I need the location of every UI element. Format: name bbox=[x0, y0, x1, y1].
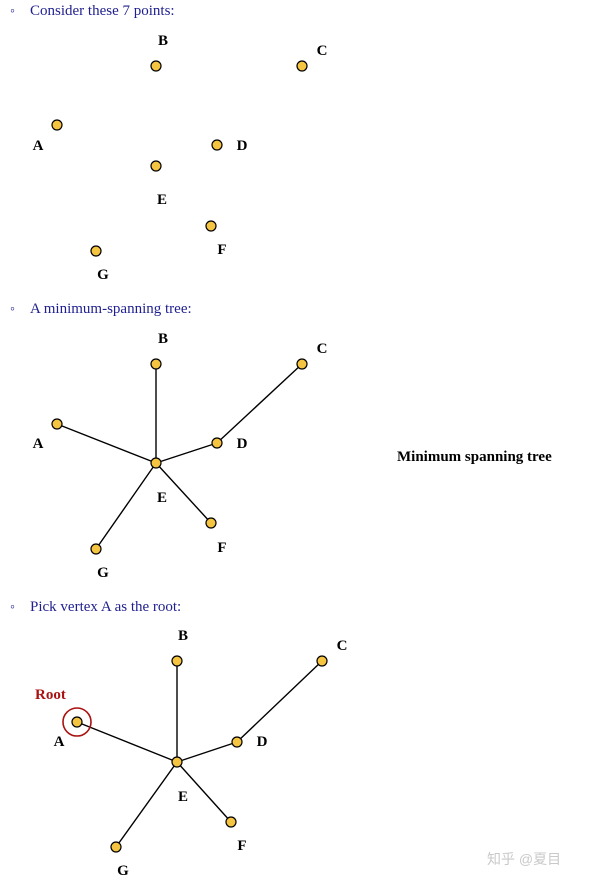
edge-rooted-D-E bbox=[176, 741, 238, 763]
node-label-rooted-G: G bbox=[117, 863, 129, 879]
node-mst-A bbox=[51, 418, 63, 430]
node-label-points-G: G bbox=[97, 267, 109, 283]
edge-mst-C-D bbox=[216, 363, 303, 444]
node-rooted-D bbox=[231, 736, 243, 748]
node-label-rooted-A: A bbox=[54, 734, 65, 750]
node-label-mst-D: D bbox=[237, 436, 248, 452]
node-points-A bbox=[51, 119, 63, 131]
edge-mst-E-G bbox=[95, 462, 157, 550]
node-rooted-G bbox=[110, 841, 122, 853]
section-heading-root-text: Pick vertex A as the root: bbox=[30, 599, 182, 615]
node-mst-B bbox=[150, 358, 162, 370]
node-label-points-E: E bbox=[157, 192, 167, 208]
node-label-mst-E: E bbox=[157, 490, 167, 506]
node-rooted-C bbox=[316, 655, 328, 667]
edge-rooted-A-E bbox=[76, 721, 178, 763]
edge-mst-A-E bbox=[56, 423, 157, 464]
node-label-mst-B: B bbox=[158, 331, 168, 347]
edge-rooted-C-D bbox=[236, 660, 323, 743]
bullet-icon: ◦ bbox=[10, 600, 15, 615]
node-points-E bbox=[150, 160, 162, 172]
bullet-icon: ◦ bbox=[10, 302, 15, 317]
root-label: Root bbox=[35, 687, 66, 703]
node-label-rooted-D: D bbox=[257, 734, 268, 750]
section-heading-root: ◦ Pick vertex A as the root: bbox=[10, 599, 181, 616]
edge-rooted-E-F bbox=[176, 761, 232, 823]
bullet-icon: ◦ bbox=[10, 4, 15, 19]
node-label-mst-C: C bbox=[317, 341, 328, 357]
section-heading-mst-text: A minimum-spanning tree: bbox=[30, 301, 192, 317]
node-mst-D bbox=[211, 437, 223, 449]
node-label-rooted-F: F bbox=[237, 838, 246, 854]
section-heading-points-text: Consider these 7 points: bbox=[30, 3, 175, 19]
node-rooted-A bbox=[71, 716, 83, 728]
node-label-rooted-C: C bbox=[337, 638, 348, 654]
node-label-rooted-E: E bbox=[178, 789, 188, 805]
edge-mst-E-F bbox=[155, 462, 212, 524]
node-mst-F bbox=[205, 517, 217, 529]
watermark: 知乎 @夏目 bbox=[487, 851, 562, 867]
node-label-points-C: C bbox=[317, 43, 328, 59]
node-rooted-F bbox=[225, 816, 237, 828]
node-label-points-F: F bbox=[217, 242, 226, 258]
node-label-rooted-B: B bbox=[178, 628, 188, 644]
edge-rooted-E-G bbox=[115, 761, 178, 848]
root-circle bbox=[62, 707, 92, 737]
node-mst-G bbox=[90, 543, 102, 555]
edge-mst-D-E bbox=[155, 442, 218, 464]
node-mst-C bbox=[296, 358, 308, 370]
section-heading-mst: ◦ A minimum-spanning tree: bbox=[10, 301, 192, 318]
node-points-B bbox=[150, 60, 162, 72]
node-rooted-B bbox=[171, 655, 183, 667]
node-label-mst-A: A bbox=[33, 436, 44, 452]
node-label-points-D: D bbox=[237, 138, 248, 154]
node-mst-E bbox=[150, 457, 162, 469]
node-rooted-E bbox=[171, 756, 183, 768]
mst-caption: Minimum spanning tree bbox=[397, 449, 552, 465]
node-points-C bbox=[296, 60, 308, 72]
node-label-points-B: B bbox=[158, 33, 168, 49]
node-label-mst-G: G bbox=[97, 565, 109, 581]
node-points-F bbox=[205, 220, 217, 232]
node-label-points-A: A bbox=[33, 138, 44, 154]
node-label-mst-F: F bbox=[217, 540, 226, 556]
node-points-G bbox=[90, 245, 102, 257]
node-points-D bbox=[211, 139, 223, 151]
section-heading-points: ◦ Consider these 7 points: bbox=[10, 3, 175, 20]
